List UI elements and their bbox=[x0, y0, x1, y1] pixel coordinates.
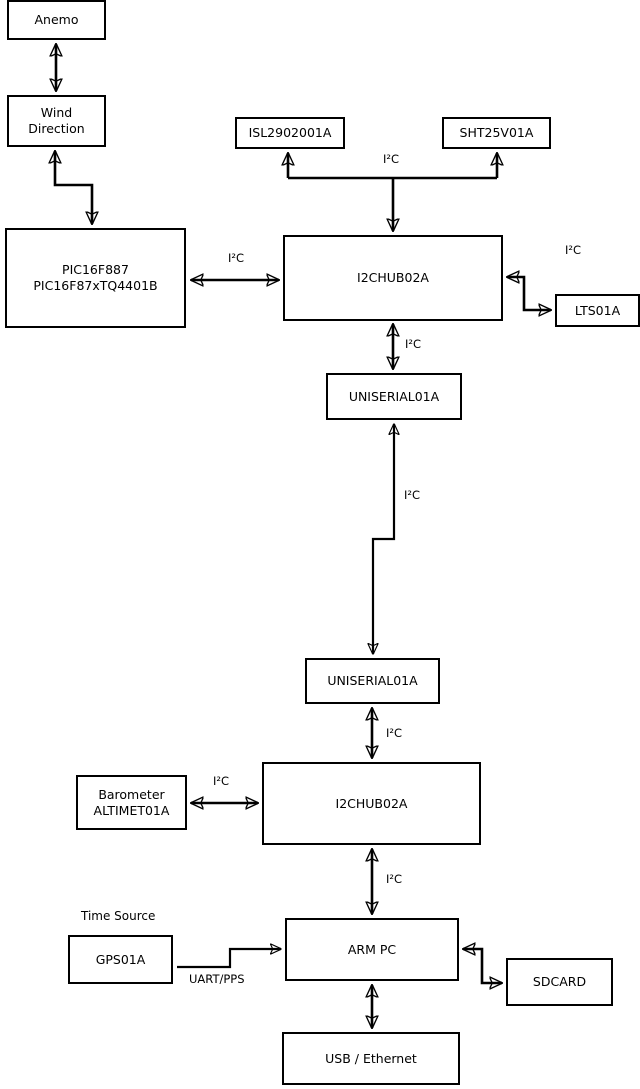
edge-gps-armpc bbox=[177, 949, 281, 969]
node-arm-pc[interactable]: ARM PC bbox=[285, 918, 459, 981]
edge-label-pic-hub: I²C bbox=[228, 251, 245, 265]
node-i2chub02a-top[interactable]: I2CHUB02A bbox=[283, 235, 503, 321]
node-barometer-altimet01a[interactable]: Barometer ALTIMET01A bbox=[76, 775, 187, 830]
node-uniserial01a-upper[interactable]: UNISERIAL01A bbox=[326, 373, 462, 420]
node-uniserial01a-lower[interactable]: UNISERIAL01A bbox=[305, 658, 440, 704]
node-wind-direction[interactable]: Wind Direction bbox=[7, 95, 106, 147]
edge-label-hub-armpc: I²C bbox=[386, 872, 403, 886]
node-pic-mcu[interactable]: PIC16F887 PIC16F87xTQ4401B bbox=[5, 228, 186, 328]
edge-wind-pic bbox=[55, 151, 92, 224]
edge-armpc-sdcard bbox=[463, 949, 502, 983]
node-i2chub02a-bottom[interactable]: I2CHUB02A bbox=[262, 762, 481, 845]
edge-label-barometer-hub: I²C bbox=[213, 774, 230, 788]
edge-label-hub-uniserial: I²C bbox=[405, 337, 422, 351]
label-time-source: Time Source bbox=[81, 909, 156, 923]
edge-label-hub-lts: I²C bbox=[565, 243, 582, 257]
node-sht25v01a[interactable]: SHT25V01A bbox=[442, 117, 551, 149]
edge-label-uniserial-link: I²C bbox=[404, 488, 421, 502]
node-lts01a[interactable]: LTS01A bbox=[555, 294, 640, 327]
edge-label-uniserial-hub-bottom: I²C bbox=[386, 726, 403, 740]
node-isl2902001a[interactable]: ISL2902001A bbox=[235, 117, 345, 149]
edge-label-gps-armpc: UART/PPS bbox=[189, 972, 245, 986]
edge-uniserial-link bbox=[373, 424, 394, 654]
node-anemo[interactable]: Anemo bbox=[7, 0, 106, 40]
edge-hubtop-lts bbox=[507, 277, 551, 310]
node-gps01a[interactable]: GPS01A bbox=[68, 935, 173, 984]
node-usb-ethernet[interactable]: USB / Ethernet bbox=[282, 1032, 460, 1085]
edge-label-hub-sensors: I²C bbox=[383, 152, 400, 166]
node-sdcard[interactable]: SDCARD bbox=[506, 958, 613, 1006]
